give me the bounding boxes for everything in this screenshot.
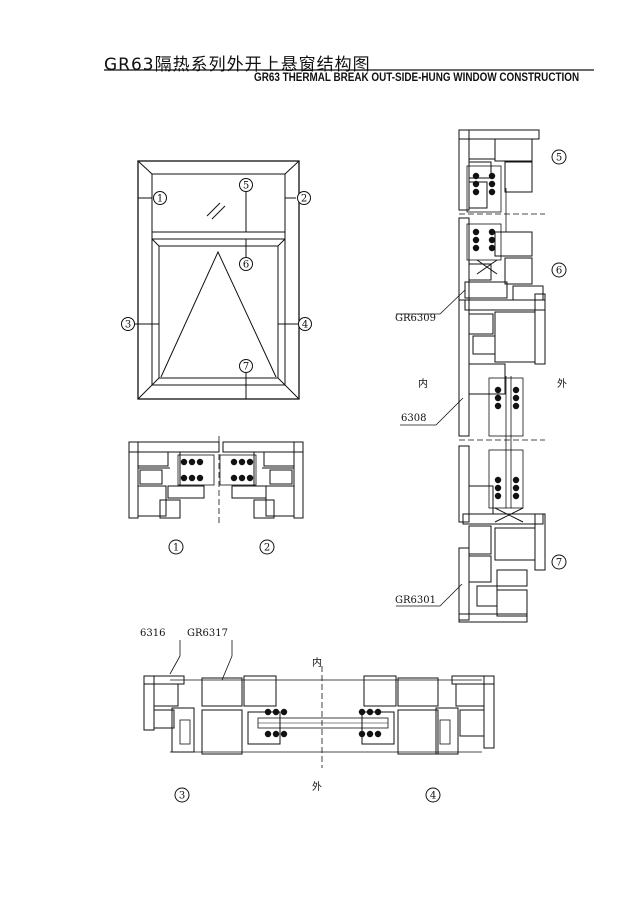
svg-text:4: 4 — [430, 791, 436, 802]
section-1-2 — [128, 436, 304, 525]
marker-7-section: 7 — [551, 554, 567, 570]
marker-4: 4 — [298, 317, 312, 331]
section-3-4 — [143, 640, 495, 768]
section-out-label: 外 — [312, 781, 322, 793]
marker-2-section: 2 — [259, 539, 275, 555]
marker-5-section: 5 — [551, 149, 567, 165]
label-6316: 6316 — [140, 628, 165, 639]
side-out-label: 外 — [557, 378, 567, 390]
marker-5: 5 — [239, 178, 253, 192]
window-elevation — [131, 160, 300, 400]
svg-text:7: 7 — [243, 362, 249, 373]
svg-text:5: 5 — [243, 181, 249, 192]
label-gr6317: GR6317 — [187, 628, 228, 639]
marker-3: 3 — [121, 317, 135, 331]
section-in-label: 内 — [312, 656, 322, 669]
svg-text:1: 1 — [157, 194, 163, 205]
glass-bead-1-2 — [180, 458, 254, 482]
svg-text:2: 2 — [264, 543, 270, 554]
label-gr6301: GR6301 — [395, 595, 436, 606]
elevation-markers: 1 2 3 4 5 6 7 — [121, 178, 312, 373]
svg-text:2: 2 — [301, 194, 307, 205]
label-gr6309: GR6309 — [395, 313, 436, 324]
marker-1-section: 1 — [168, 539, 184, 555]
page-subtitle: GR63 THERMAL BREAK OUT-SIDE-HUNG WINDOW … — [254, 72, 580, 84]
marker-2: 2 — [297, 191, 311, 205]
svg-text:3: 3 — [125, 320, 131, 331]
side-in-label: 内 — [418, 377, 428, 390]
marker-1: 1 — [153, 191, 167, 205]
glass-bead-3-4 — [264, 708, 382, 738]
marker-4-section: 4 — [425, 787, 441, 803]
vertical-glass-beads — [472, 172, 520, 500]
section-1-2-markers: 1 2 — [168, 539, 275, 555]
svg-text:3: 3 — [179, 791, 185, 802]
svg-text:6: 6 — [556, 266, 562, 277]
vertical-section-markers: 5 6 7 — [551, 149, 567, 570]
svg-text:1: 1 — [173, 543, 179, 554]
svg-text:7: 7 — [556, 558, 562, 569]
svg-text:6: 6 — [243, 260, 249, 271]
marker-6-section: 6 — [551, 262, 567, 278]
marker-3-section: 3 — [174, 787, 190, 803]
vertical-section-labels — [396, 289, 466, 607]
svg-text:5: 5 — [556, 153, 562, 164]
marker-6: 6 — [239, 257, 253, 271]
label-6308: 6308 — [401, 413, 426, 424]
section-3-4-markers: 3 4 — [174, 787, 441, 803]
vertical-section — [458, 129, 546, 623]
svg-text:4: 4 — [302, 320, 308, 331]
marker-7: 7 — [239, 359, 253, 373]
